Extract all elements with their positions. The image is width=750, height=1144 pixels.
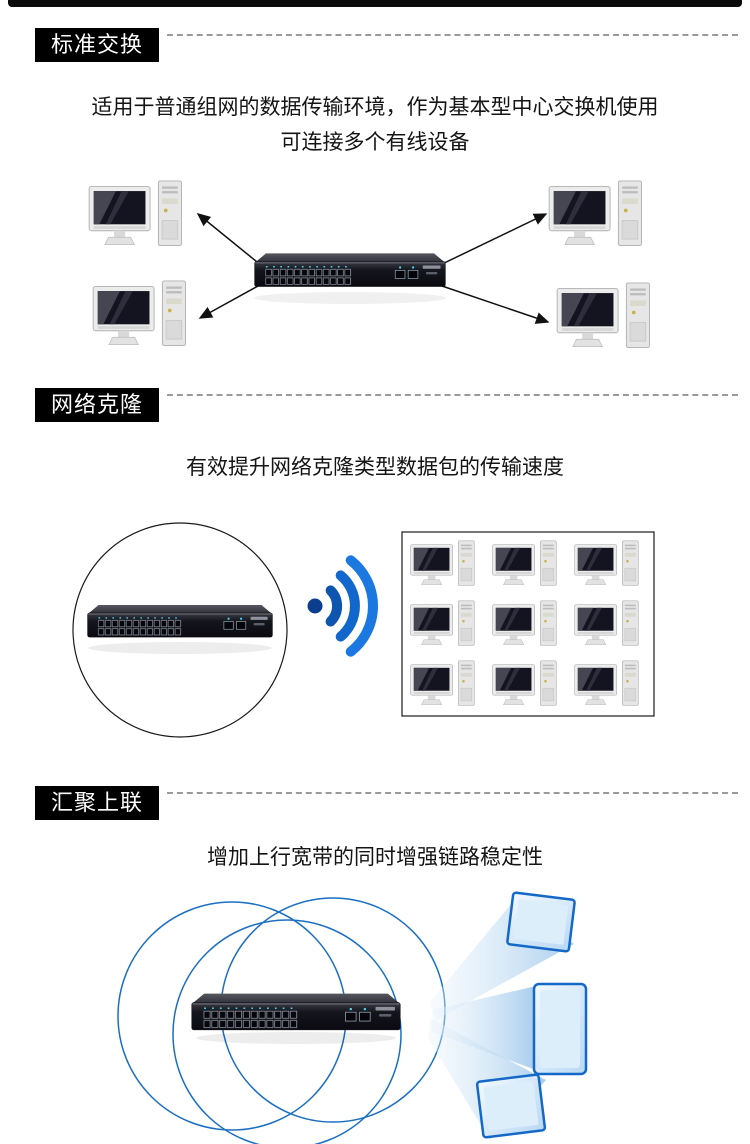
- signal-beam: [432, 986, 536, 1070]
- description-line: 有效提升网络克隆类型数据包的传输速度: [186, 456, 564, 479]
- section-header-network-clone: 网络克隆: [35, 388, 738, 422]
- section-title: 汇聚上联: [35, 786, 160, 820]
- section-description: 适用于普通组网的数据传输环境，作为基本型中心交换机使用 可连接多个有线设备: [0, 90, 750, 160]
- switch-shadow: [88, 642, 272, 654]
- network-switch-icon: [86, 604, 274, 638]
- section-title: 网络克隆: [35, 388, 160, 422]
- network-switch-icon: [253, 252, 447, 288]
- network-switch-icon: [190, 992, 402, 1031]
- section-description: 有效提升网络克隆类型数据包的传输速度: [0, 450, 750, 485]
- switch-shadow: [196, 1032, 396, 1044]
- section-header-uplink-aggregation: 汇聚上联: [35, 786, 738, 820]
- display-screen-icon: [532, 982, 588, 1076]
- illustration-uplink-aggregation: [117, 891, 588, 1144]
- wifi-signal-icon: [308, 560, 373, 651]
- display-screen-icon: [506, 891, 576, 953]
- description-line: 适用于普通组网的数据传输环境，作为基本型中心交换机使用: [91, 96, 659, 119]
- illustration-standard-switching: [88, 180, 650, 349]
- connection-arrow: [437, 213, 548, 267]
- section-title: 标准交换: [35, 28, 160, 62]
- section-description: 增加上行宽带的同时增强链路稳定性: [0, 840, 750, 875]
- description-line: 可连接多个有线设备: [280, 131, 470, 154]
- illustration-network-clone: [72, 522, 655, 738]
- display-screen-icon: [475, 1073, 547, 1139]
- dashed-divider: [167, 34, 738, 36]
- connection-arrow: [198, 285, 259, 319]
- dashed-divider: [167, 394, 738, 396]
- switch-shadow: [254, 292, 446, 304]
- description-line: 增加上行宽带的同时增强链路稳定性: [207, 846, 543, 869]
- connection-arrow: [196, 213, 263, 267]
- top-divider-bar: [8, 0, 742, 7]
- desktop-computer-icon: [88, 180, 182, 247]
- section-header-standard-switching: 标准交换: [35, 28, 738, 62]
- dashed-divider: [167, 792, 738, 794]
- connection-arrow: [441, 285, 550, 324]
- desktop-computer-icon: [548, 180, 642, 247]
- coverage-circle: [172, 919, 402, 1144]
- desktop-computer-icon: [556, 282, 650, 349]
- desktop-computer-icon: [92, 280, 186, 347]
